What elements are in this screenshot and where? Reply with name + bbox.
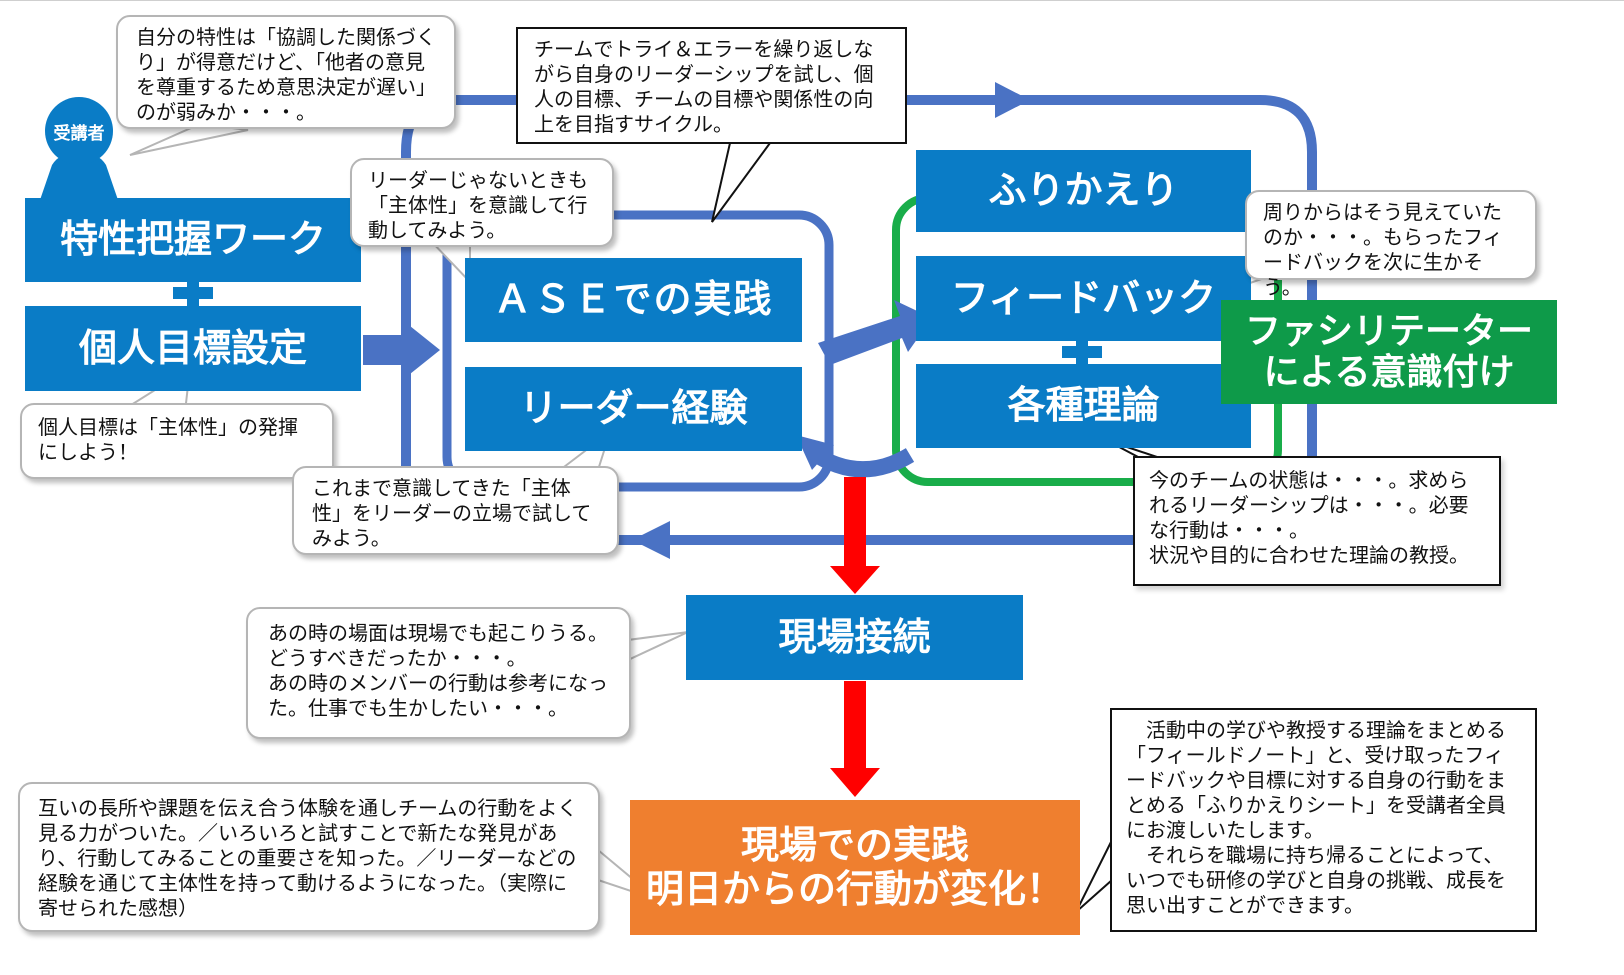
person-body (40, 152, 118, 200)
tail-cycle-description (711, 142, 772, 223)
outer-loop-return-arrowhead (632, 521, 670, 559)
feedback-box: フィードバック (916, 256, 1251, 341)
bubble-others-view: 周りからはそう見えていたのか・・・。もらったフィードバックを次に生かそう。 (1245, 190, 1537, 299)
plus-icon (173, 273, 213, 313)
facilitator-line-1: ファシリテーター (1244, 310, 1533, 352)
field-practice-box: 現場での実践 明日からの行動が変化！ (630, 800, 1080, 935)
personal-goal-box: 個人目標設定 (25, 306, 361, 391)
field-practice-line-1: 現場での実践 (740, 822, 969, 867)
bubble-personal-goal: 個人目標は「主体性」の発揮にしよう！ (20, 403, 334, 479)
feedback-to-leader-arrowhead (796, 435, 834, 470)
facilitator-box: ファシリテーター による意識付け (1221, 300, 1557, 404)
bubble-cycle-description: チームでトライ＆エラーを繰り返しながら自身のリーダーシップを試し、個人の目標、チ… (516, 27, 907, 144)
participant-label: 受講者 (53, 123, 105, 144)
facilitator-line-2: による意識付け (1263, 352, 1515, 393)
red-arrow-to-field (830, 477, 880, 594)
bubble-field-scene: あの時の場面は現場でも起こりうる。どうすべきだったか・・・。 あの時のメンバーの… (246, 607, 631, 739)
goal-to-practice-arrow (363, 322, 440, 378)
plus-icon (1062, 332, 1102, 372)
bubble-leader-trial: これまで意識してきた「主体性」をリーダーの立場で試してみよう。 (292, 466, 619, 555)
tail-field-scene (627, 631, 689, 662)
theories-box: 各種理論 (916, 364, 1251, 448)
top-divider (0, 0, 1624, 1)
ase-practice-box: ＡＳＥでの実践 (465, 258, 802, 342)
bubble-non-leader: リーダーじゃないときも「主体性」を意識して行動してみよう。 (350, 158, 614, 247)
field-practice-line-2: 明日からの行動が変化！ (645, 866, 1064, 911)
bubble-field-note: 活動中の学びや教授する理論をまとめる「フィールドノート」と、受け取ったフィードバ… (1110, 708, 1537, 932)
leader-experience-box: リーダー経験 (465, 367, 802, 451)
red-arrow-to-practice (830, 681, 880, 797)
tail-field-note (1075, 839, 1113, 913)
trait-work-box: 特性把握ワーク (25, 198, 361, 282)
person-head (45, 97, 113, 165)
feedback-to-leader-curve (807, 445, 915, 478)
bubble-self-trait: 自分の特性は「協調した関係づくり」が得意だけど、「他者の意見を尊重するため意思決… (116, 15, 456, 129)
practice-to-feedback-arrow (818, 300, 932, 365)
bubble-team-state: 今のチームの状態は・・・。求められるリーダーシップは・・・。必要な行動は・・・。… (1133, 456, 1501, 586)
reflection-box: ふりかえり (916, 150, 1251, 232)
field-connection-box: 現場接続 (686, 595, 1023, 680)
outer-loop-arrowhead (995, 82, 1030, 118)
bubble-feedback-voices: 互いの長所や課題を伝え合う体験を通しチームの行動をよく見る力がついた。／いろいろ… (18, 782, 600, 932)
